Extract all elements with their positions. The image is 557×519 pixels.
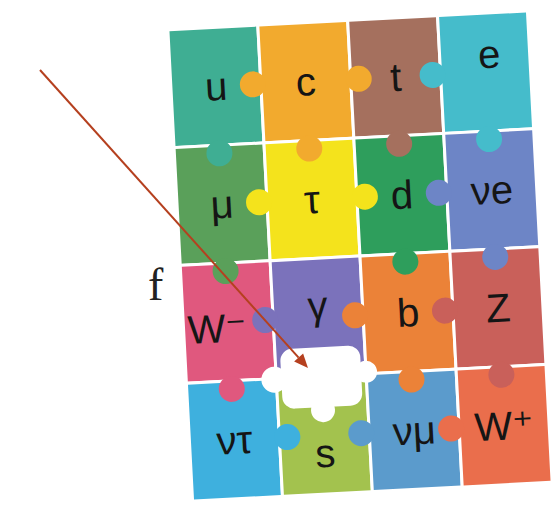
particle-symbol: e bbox=[477, 34, 501, 75]
cut-off-text: f bbox=[148, 262, 163, 308]
puzzle-piece: W⁺ bbox=[456, 364, 552, 487]
particle-symbol: γ bbox=[306, 285, 328, 326]
puzzle-piece: W⁻ bbox=[180, 261, 276, 384]
puzzle-piece: b bbox=[360, 251, 456, 374]
puzzle-pieces bbox=[168, 11, 552, 501]
pointer-arrow bbox=[40, 70, 308, 368]
puzzle-piece: γ bbox=[270, 256, 366, 379]
particle-symbol: s bbox=[314, 432, 336, 473]
particle-symbol: ντ bbox=[215, 419, 253, 461]
particle-symbol: b bbox=[396, 292, 420, 333]
particle-symbol: W⁻ bbox=[187, 307, 248, 350]
puzzle-piece: e bbox=[438, 11, 534, 134]
particle-symbol: t bbox=[389, 57, 402, 98]
puzzle-piece: τ bbox=[264, 138, 360, 261]
particle-symbol: νe bbox=[470, 169, 514, 211]
particle-symbol: u bbox=[204, 66, 228, 107]
particle-symbol: μ bbox=[210, 184, 235, 225]
particle-symbol: W⁺ bbox=[474, 404, 535, 447]
puzzle-piece: c bbox=[258, 20, 354, 143]
puzzle-piece: d bbox=[354, 133, 450, 256]
particle-symbol: c bbox=[295, 61, 317, 102]
particle-symbol: d bbox=[390, 174, 414, 215]
puzzle-piece: t bbox=[348, 16, 444, 139]
particle-symbol: τ bbox=[303, 179, 321, 220]
puzzle-piece: s bbox=[276, 374, 372, 497]
puzzle-knobs bbox=[202, 59, 517, 454]
puzzle-piece: μ bbox=[174, 143, 270, 266]
puzzle-piece: ντ bbox=[186, 379, 282, 502]
puzzle-piece: Z bbox=[450, 247, 546, 370]
particle-symbol: Z bbox=[485, 287, 511, 328]
puzzle-piece: νμ bbox=[366, 369, 462, 492]
puzzle-piece: u bbox=[168, 25, 264, 148]
missing-piece-hole bbox=[260, 344, 380, 425]
puzzle-piece: νe bbox=[444, 129, 540, 252]
puzzle-grid: u c t e μ τ d νeW⁻ γ b Zντ s νμ W⁺ bbox=[168, 11, 552, 501]
particle-symbol: νμ bbox=[392, 409, 437, 451]
